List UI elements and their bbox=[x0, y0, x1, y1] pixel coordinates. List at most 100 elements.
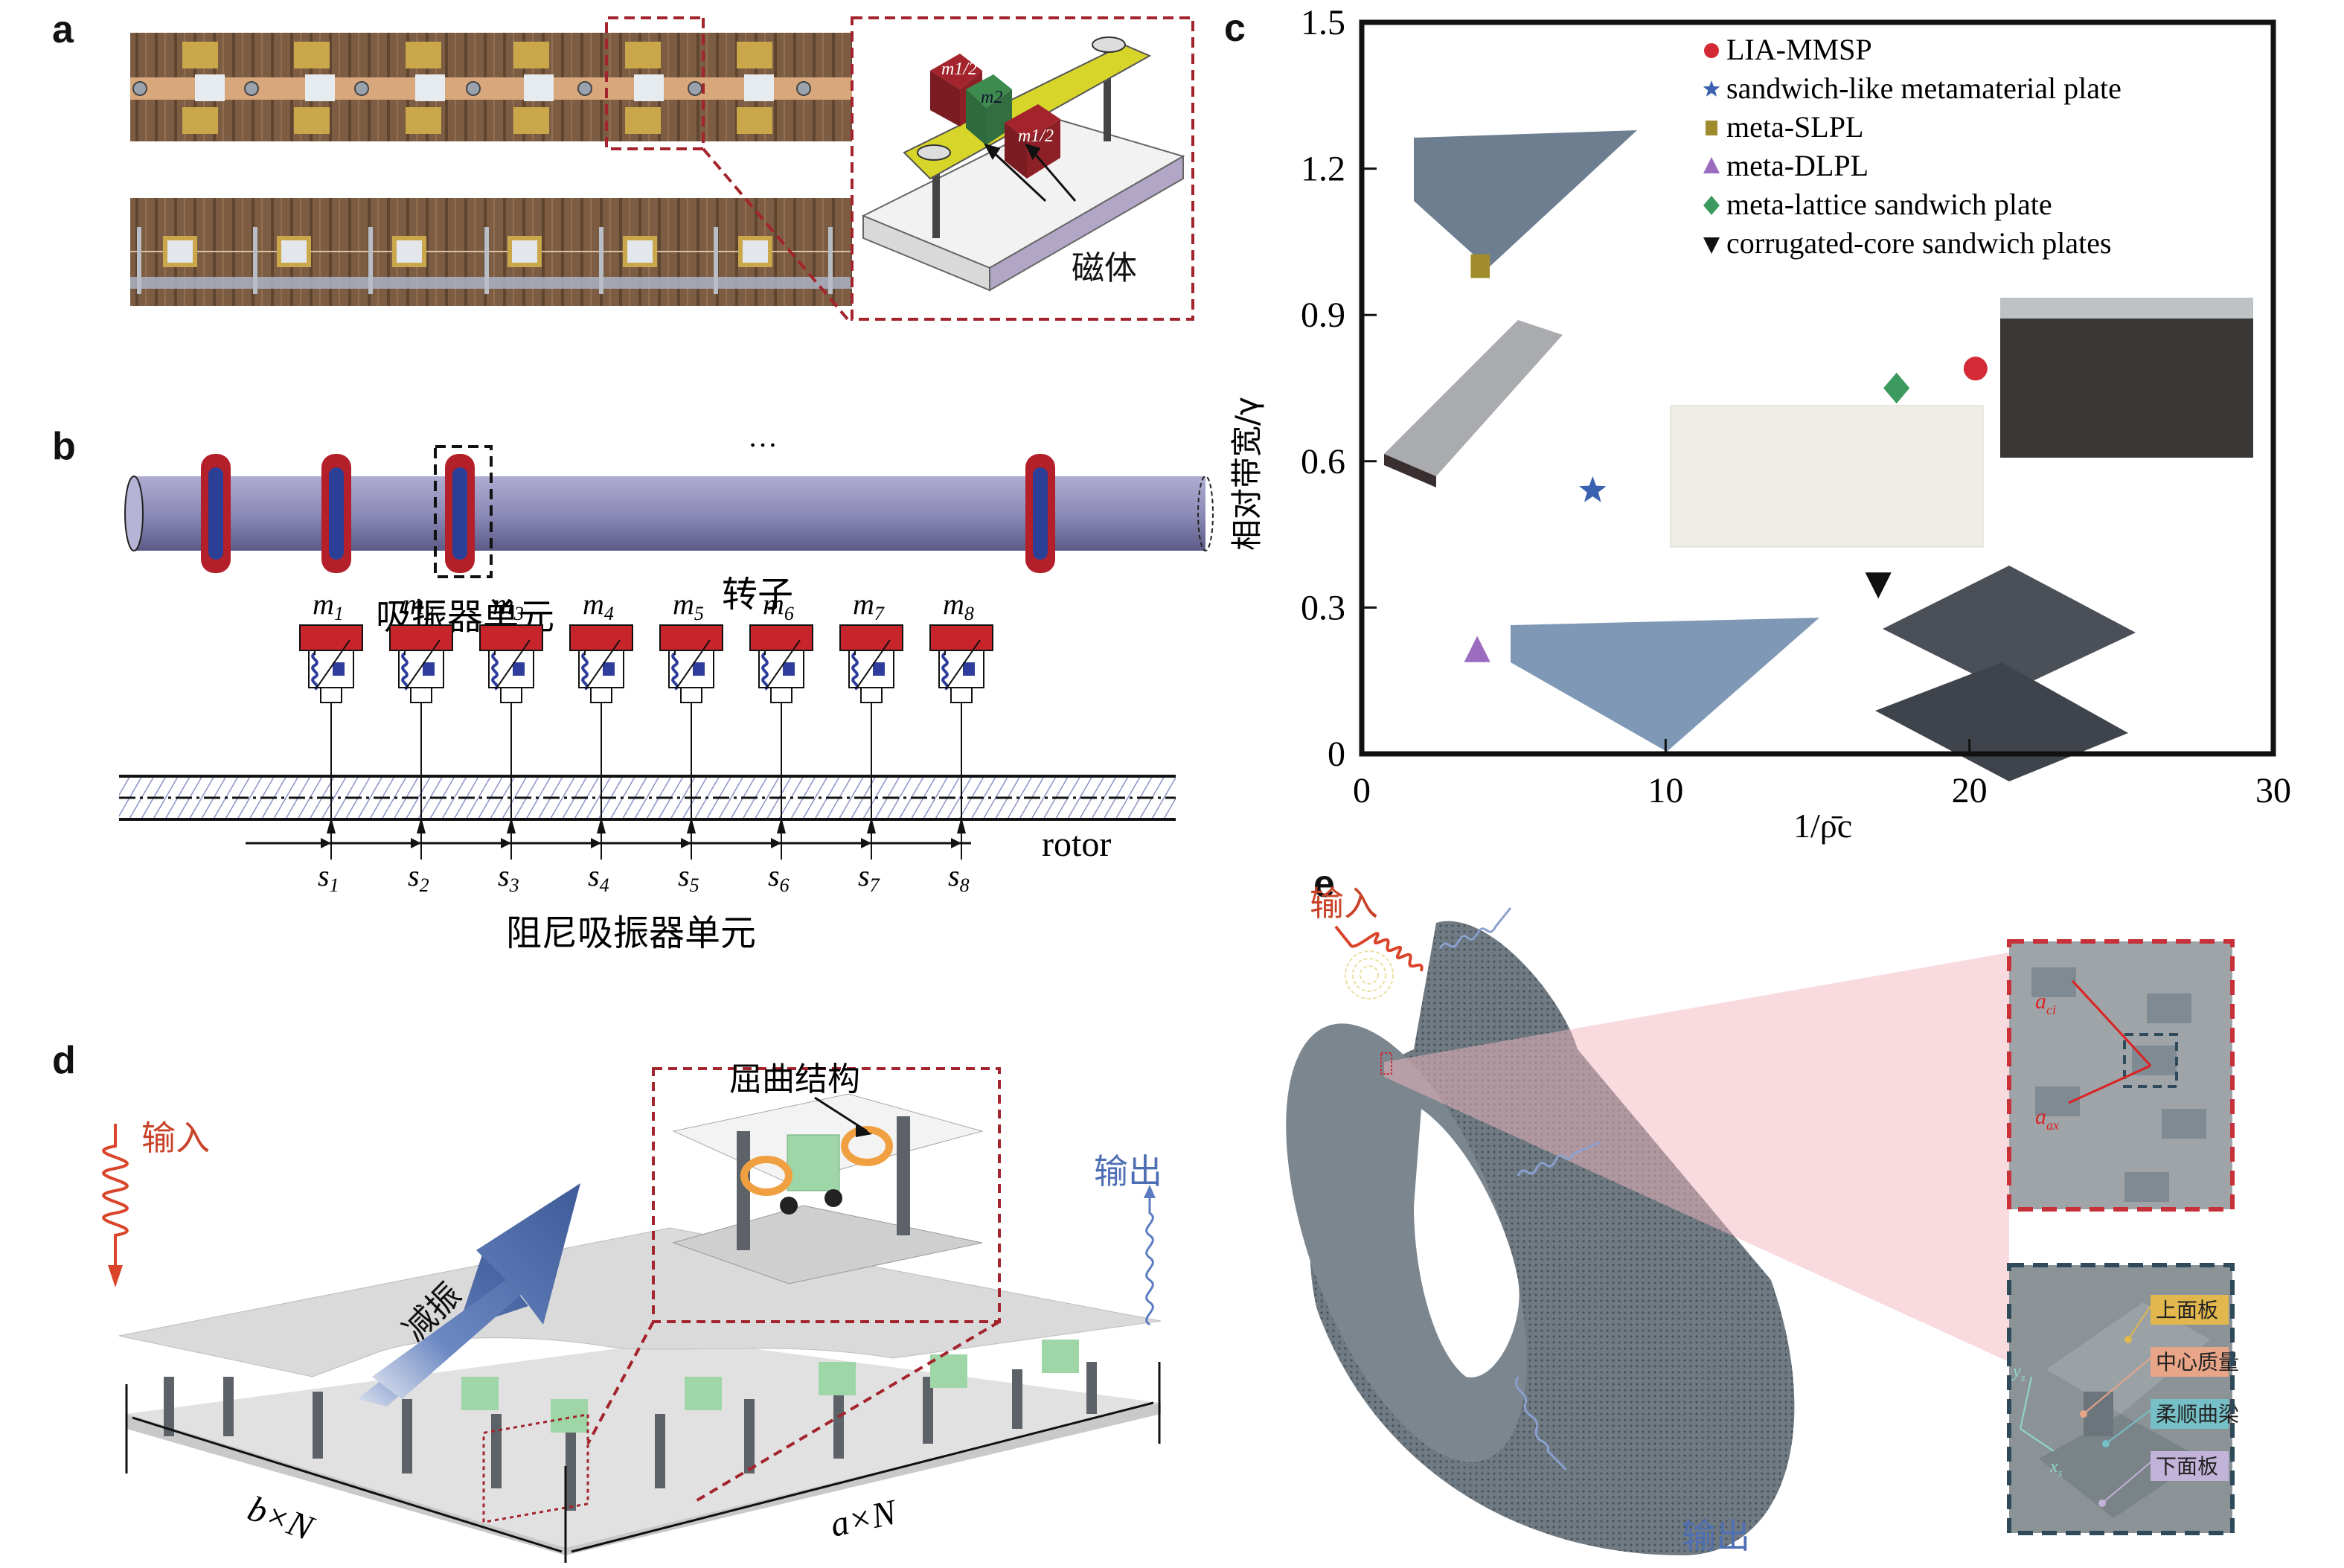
up-arrow-icon bbox=[327, 817, 336, 833]
component-label: 上面板 bbox=[2124, 1295, 2229, 1343]
y-tick-label: 0.6 bbox=[1301, 442, 1345, 481]
damper-icon bbox=[513, 662, 525, 676]
data-point-triangle-down bbox=[1865, 572, 1892, 599]
component-label: 下面板 bbox=[2098, 1451, 2229, 1507]
svg-text:上面板: 上面板 bbox=[2156, 1298, 2218, 1322]
spring-icon bbox=[851, 652, 859, 691]
zoom-wedge bbox=[1384, 953, 2009, 1362]
core-cubes bbox=[461, 1340, 1079, 1433]
input-wave bbox=[102, 1124, 129, 1280]
mass-block bbox=[479, 624, 543, 651]
svg-text:柔顺曲梁: 柔顺曲梁 bbox=[2156, 1402, 2239, 1427]
svg-text:中心质量: 中心质量 bbox=[2156, 1350, 2239, 1375]
output-label: 输出 bbox=[1094, 1151, 1162, 1191]
data-point-star bbox=[1579, 476, 1607, 502]
legend-label: corrugated-core sandwich plates bbox=[1726, 226, 2112, 260]
spring-icon bbox=[941, 652, 949, 691]
panel-e-label: e bbox=[1313, 863, 1335, 906]
photo-lattice-truss bbox=[1414, 130, 1637, 268]
panel-d-label: d bbox=[52, 1039, 76, 1082]
position-label: s6 bbox=[768, 859, 790, 896]
impact-ripples bbox=[1345, 950, 1394, 999]
y-tick-label: 0 bbox=[1328, 735, 1345, 774]
y-tick-label: 0.9 bbox=[1301, 295, 1345, 335]
svg-text:下面板: 下面板 bbox=[2156, 1454, 2218, 1479]
right-arrow-icon bbox=[771, 838, 781, 848]
panel-b: … 吸振器单元 转子 m1s1m2s2m3s3m4s4m5s5m6s6m7s7m… bbox=[119, 420, 1214, 954]
lattice-label-aci: aci bbox=[2035, 989, 2056, 1017]
legend-item: corrugated-core sandwich plates bbox=[1703, 226, 2112, 260]
input-label: 输入 bbox=[141, 1118, 210, 1158]
legend-item: meta-SLPL bbox=[1706, 110, 1863, 144]
panel-c-label: c bbox=[1224, 7, 1246, 50]
legend-label: meta-DLPL bbox=[1726, 149, 1869, 182]
position-label: s3 bbox=[498, 859, 519, 896]
photo-pinned-plate bbox=[1384, 320, 1563, 476]
plot-frame bbox=[1359, 19, 2276, 757]
ellipsis: … bbox=[748, 420, 778, 453]
dimension-a-label: a×N bbox=[827, 1492, 901, 1545]
right-arrow-icon bbox=[321, 838, 331, 848]
position-label: s7 bbox=[858, 859, 880, 896]
right-arrow-icon bbox=[591, 838, 601, 848]
photo-corrugated-bottom bbox=[1875, 662, 2128, 781]
mass-block bbox=[839, 624, 903, 651]
legend-label: LIA-MMSP bbox=[1726, 33, 1872, 66]
damper-icon bbox=[783, 662, 795, 676]
rotor-cn-label: 转子 bbox=[722, 574, 793, 615]
mass-label-m2: m2 bbox=[981, 88, 1002, 107]
y-tick-label: 1.5 bbox=[1301, 3, 1345, 42]
mass-label: m4 bbox=[583, 587, 614, 624]
highlight-box bbox=[605, 16, 1194, 321]
spring-icon bbox=[581, 652, 589, 691]
legend-item: meta-DLPL bbox=[1703, 149, 1869, 182]
spring-icon bbox=[491, 652, 499, 691]
absorber-unit-box bbox=[434, 445, 493, 578]
magnet-label: 磁体 bbox=[1072, 249, 1137, 287]
data-point-triangle-up bbox=[1464, 636, 1490, 662]
damper-icon bbox=[333, 662, 345, 676]
inset-unit-array: aci aax bbox=[2007, 939, 2235, 1212]
up-arrow-icon bbox=[507, 817, 516, 833]
y-tick-label: 0.3 bbox=[1301, 588, 1345, 627]
cylinder-opening bbox=[1414, 1109, 1520, 1377]
x-tick-label: 0 bbox=[1353, 771, 1371, 810]
photo-lia-mmsp bbox=[2000, 298, 2253, 458]
axis-x-label: xs bbox=[2049, 1457, 2063, 1479]
output-wave bbox=[1145, 1194, 1154, 1326]
x-tick-label: 10 bbox=[1647, 771, 1683, 810]
inset-schematic: m1/2 m2 m1/2 磁体 bbox=[861, 36, 1185, 292]
buckling-inset-box bbox=[652, 1067, 1001, 1323]
legend-label: sandwich-like metamaterial plate bbox=[1726, 71, 2122, 105]
legend-item: meta-lattice sandwich plate bbox=[1703, 188, 2052, 221]
mass-label-m1-half-left: m1/2 bbox=[941, 60, 977, 79]
component-label: 中心质量 bbox=[2080, 1347, 2239, 1418]
output-waves bbox=[1438, 907, 1601, 1471]
data-point-circle bbox=[1963, 356, 1988, 381]
data-point-square bbox=[1470, 254, 1490, 278]
photo-corrugated-top bbox=[1883, 566, 2136, 692]
mass-label: m5 bbox=[673, 587, 704, 624]
legend-marker-diamond bbox=[1703, 196, 1720, 215]
position-label: s4 bbox=[588, 859, 609, 896]
right-arrow-icon bbox=[681, 838, 691, 848]
photo-white-lattice bbox=[1670, 405, 1984, 548]
axis-y-label: ys bbox=[2011, 1362, 2026, 1384]
damper-caption: 阻尼吸振器单元 bbox=[506, 912, 756, 954]
right-arrow-icon bbox=[861, 838, 871, 848]
legend-label: meta-SLPL bbox=[1726, 110, 1863, 144]
zoom-source-box bbox=[1380, 1052, 1392, 1075]
panel-a: m1/2 m2 m1/2 磁体 bbox=[130, 16, 1194, 321]
legend-marker-triangle-up bbox=[1703, 157, 1720, 173]
panel-b-label: b bbox=[52, 425, 76, 468]
damper-icon bbox=[963, 662, 975, 676]
position-label: s5 bbox=[678, 859, 699, 896]
spring-icon bbox=[311, 652, 318, 691]
dimension-b-label: b×N bbox=[243, 1489, 320, 1549]
up-arrow-icon bbox=[867, 817, 876, 833]
